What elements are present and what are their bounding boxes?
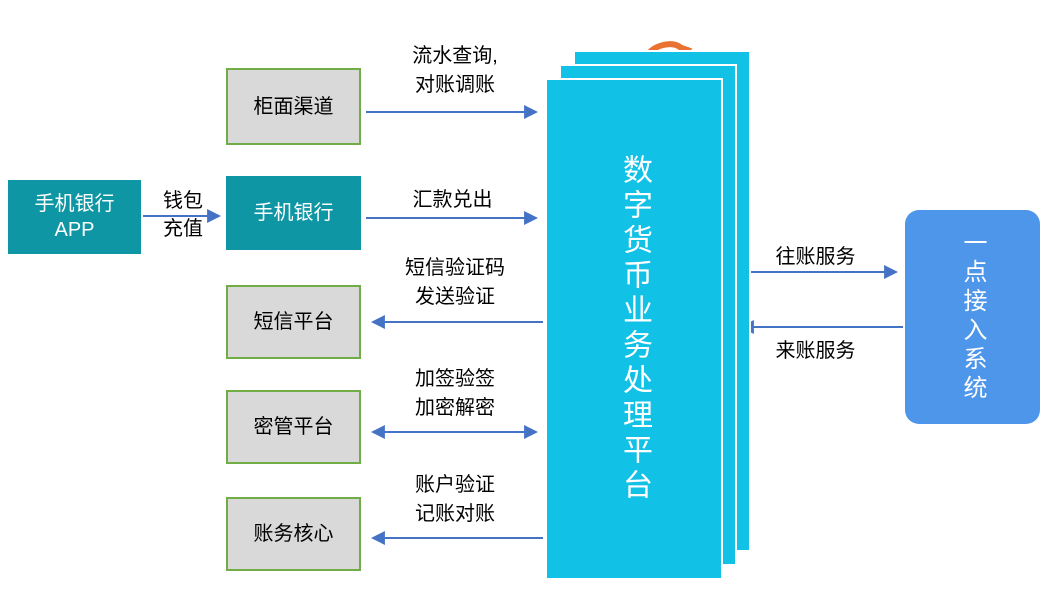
node-key-mgmt-platform: 密管平台 (226, 390, 361, 464)
node-accounting-core: 账务核心 (226, 497, 361, 571)
sms-platform-label: 短信平台 (253, 311, 334, 333)
edge-label-sms-code: 短信验证码 发送验证 (405, 257, 505, 308)
access-system-label: 一点接入系统 (959, 230, 986, 404)
key-mgmt-platform-label: 密管平台 (253, 416, 334, 438)
node-access-system: 一点接入系统 (905, 210, 1040, 424)
edge-label-remittance: 汇款兑出 (412, 189, 493, 211)
edge-label-sign-encrypt: 加签验签 加密解密 (415, 368, 495, 419)
edge-label-account-check: 账户验证 记账对账 (415, 474, 495, 525)
node-sms-platform: 短信平台 (226, 285, 361, 359)
edge-label-incoming: 来账服务 (775, 340, 856, 362)
platform-node: 数字货币业务处理平台 (545, 78, 723, 580)
edge-label-wallet-topup: 钱包 充值 (163, 190, 203, 240)
platform-label: 数字货币业务处理平台 (618, 154, 651, 504)
edge-label-flow-query: 流水查询, 对账调账 (412, 45, 498, 96)
node-counter-channel: 柜面渠道 (226, 68, 361, 145)
accounting-core-label: 账务核心 (253, 523, 334, 545)
edge-label-outgoing: 往账服务 (775, 246, 856, 268)
mobile-banking-label: 手机银行 (253, 202, 334, 224)
node-mobile-banking-app: 手机银行 APP (8, 180, 141, 254)
counter-channel-label: 柜面渠道 (253, 95, 334, 118)
node-mobile-banking: 手机银行 (226, 176, 361, 250)
mobile-banking-app-label: 手机银行 APP (34, 193, 115, 241)
